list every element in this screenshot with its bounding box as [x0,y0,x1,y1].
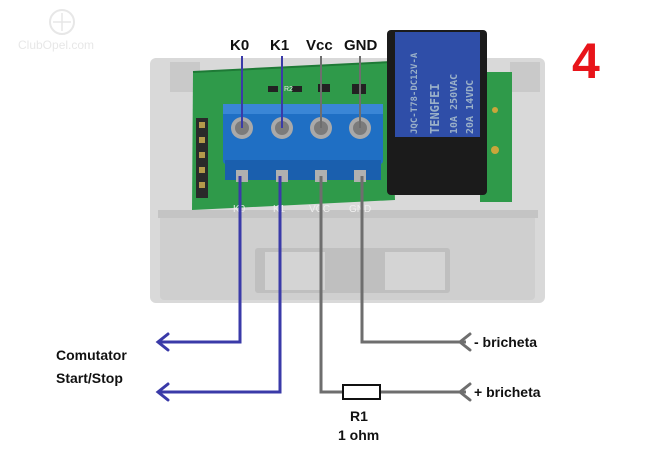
wire-vcc [319,176,343,394]
resistor-r1 [342,384,381,400]
wire-gnd [360,176,466,344]
pin-label-vcc: Vcc [306,37,333,54]
arrow-left-icon [457,382,472,402]
smd-component [318,84,330,92]
relay-model: JQC-T78-DC12V-A [410,52,420,134]
watermark-text: ClubOpel.com [18,38,94,52]
silk-label-r2: R2 [284,86,293,93]
arrow-left-icon [155,382,170,402]
pin-header [196,118,208,198]
pin-label-gnd: GND [344,37,378,54]
relay-rating-2: 20A 14VDC [465,80,476,134]
plus-bricheta-label: + bricheta [474,384,541,400]
arrow-left-icon [155,332,170,352]
pin-label-k1: K1 [270,37,289,54]
arrow-left-icon [457,332,472,352]
switch-label-line1: Comutator [56,347,127,363]
via [492,107,498,113]
smd-component [268,86,278,92]
figure-number: 4 [572,33,600,89]
resistor-name: R1 [350,408,368,424]
via [491,146,499,154]
relay-brand: TENGFEI [428,83,442,134]
wire-k0 [160,176,242,344]
smd-component [292,86,302,92]
relay-rating-1: 10A 250VAC [449,74,460,134]
minus-bricheta-label: - bricheta [474,334,537,350]
relay: JQC-T78-DC12V-A TENGFEI 10A 250VAC 20A 1… [387,30,487,195]
resistor-value: 1 ohm [338,427,379,443]
silk-label-gnd: GND [349,204,371,215]
switch-label-line2: Start/Stop [56,370,123,386]
wire-k1 [160,176,282,394]
pin-label-k0: K0 [230,37,249,54]
watermark-logo: ClubOpel.com [18,9,94,52]
